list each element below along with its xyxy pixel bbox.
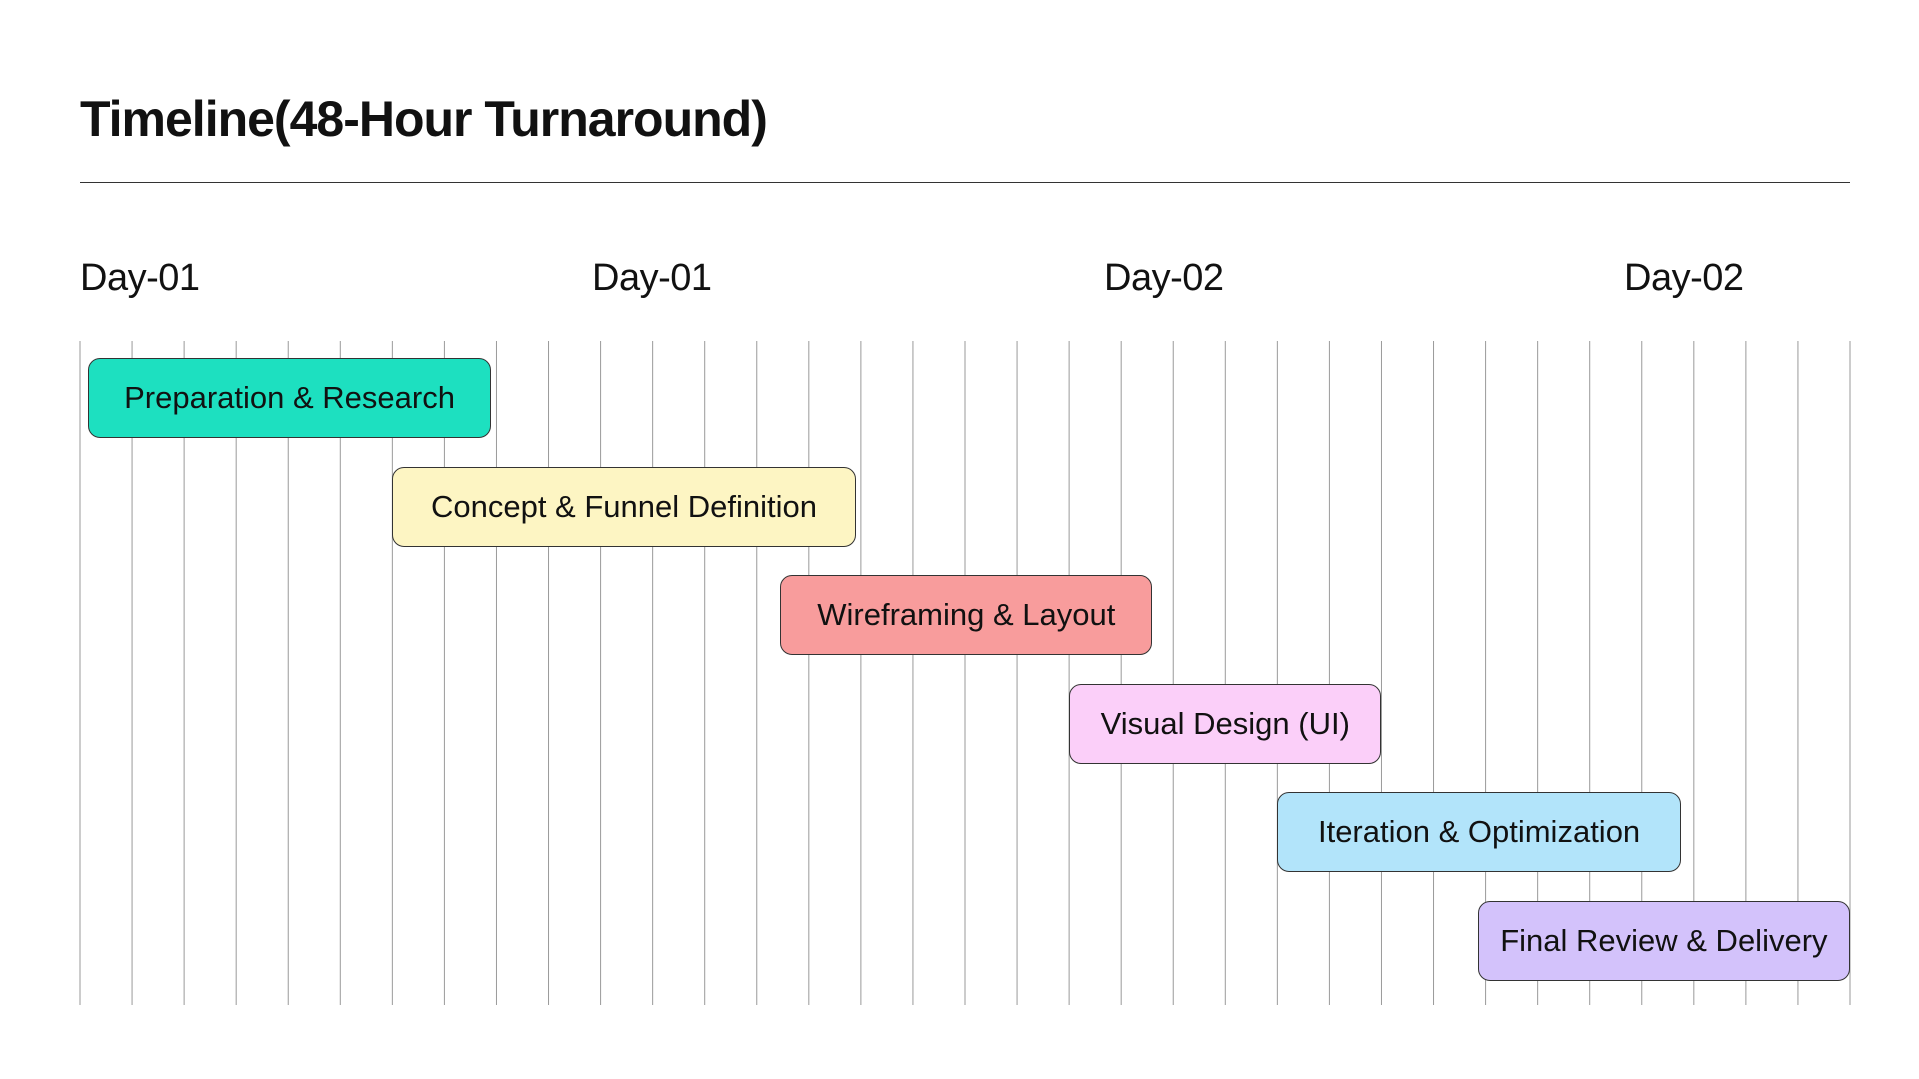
day-label-3: Day-02 [1104,257,1224,299]
task-label: Concept & Funnel Definition [430,488,817,524]
day-label-1: Day-01 [80,257,200,299]
task-bar[interactable]: Iteration & Optimization [1277,792,1681,872]
task-label: Visual Design (UI) [1100,705,1350,741]
day-label-2: Day-01 [592,257,712,299]
title-divider [80,182,1850,183]
task-label: Wireframing & Layout [817,597,1116,632]
day-label-4: Day-02 [1624,257,1744,299]
task-label: Iteration & Optimization [1317,814,1641,849]
task-bar[interactable]: Preparation & Research [87,358,492,438]
task-bar[interactable]: Concept & Funnel Definition [392,466,856,547]
task-bar[interactable]: Visual Design (UI) [1069,683,1382,764]
task-label: Preparation & Research [124,380,455,415]
task-label: Final Review & Delivery [1500,922,1828,958]
task-bar[interactable]: Wireframing & Layout [780,575,1153,655]
page-title: Timeline(48-Hour Turnaround) [80,91,768,147]
task-bar[interactable]: Final Review & Delivery [1477,900,1850,981]
